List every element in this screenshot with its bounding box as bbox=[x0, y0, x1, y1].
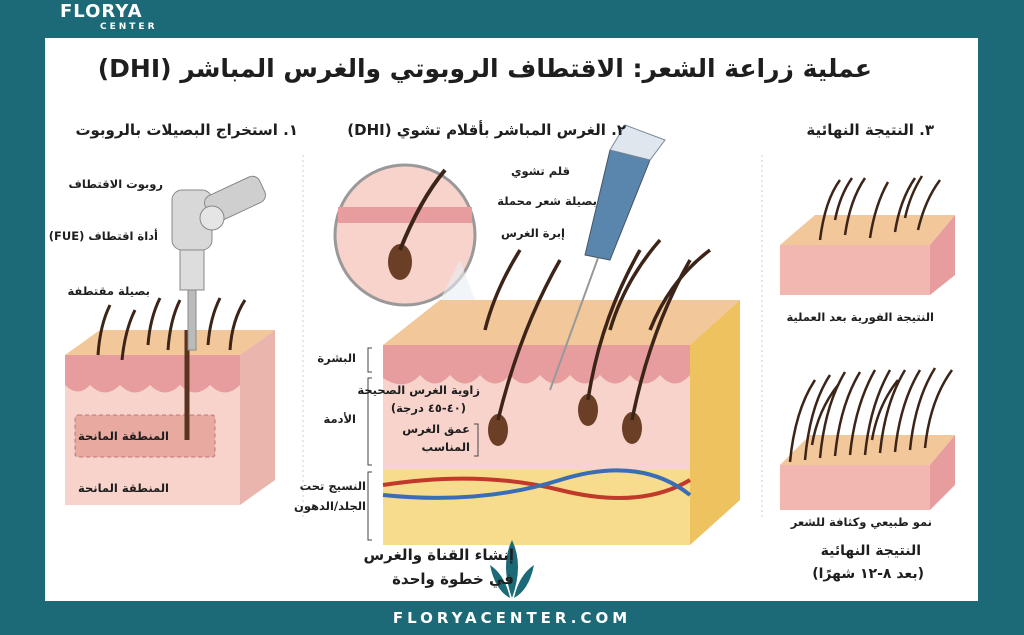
label-tool: أداة اقتطاف (FUE) bbox=[48, 229, 158, 243]
label-immediate: النتيجة الفورية بعد العملية bbox=[786, 310, 934, 324]
label-final: النتيجة النهائية bbox=[820, 543, 921, 559]
label-depth-1: عمق الغرس bbox=[402, 422, 470, 436]
choi-pen bbox=[549, 124, 666, 391]
label-time: (بعد ٨-١٢ شهرًا) bbox=[812, 566, 924, 582]
label-angle-1: زاوية الغرس الصحيحة bbox=[357, 383, 480, 397]
section-2-heading: ٢. الغرس المباشر بأقلام تشوي (DHI) bbox=[347, 121, 626, 139]
label-robot: روبوت الاقتطاف bbox=[68, 177, 163, 191]
label-donor-box: المنطقة المانحة bbox=[78, 429, 169, 443]
label-growth: نمو طبيعي وكثافة للشعر bbox=[790, 515, 932, 529]
label-fat-1: النسيج تحت bbox=[299, 479, 366, 493]
label-depth-2: المناسب bbox=[421, 440, 470, 454]
label-needle: إبرة الغرس bbox=[501, 226, 565, 240]
dhi-skin-block bbox=[382, 300, 740, 545]
section-3-heading: ٣. النتيجة النهائية bbox=[806, 121, 934, 139]
footer-url[interactable]: FLORYACENTER.COM bbox=[392, 609, 632, 627]
brackets bbox=[367, 347, 479, 541]
label-fat-2: الجلد/الدهون bbox=[294, 499, 366, 513]
label-epidermis: البشرة bbox=[317, 351, 356, 365]
label-donor: المنطقة المانحة bbox=[78, 481, 169, 495]
immediate-result-block bbox=[780, 215, 955, 295]
logo-sub: CENTER bbox=[100, 21, 158, 32]
dhi-hairs bbox=[483, 238, 712, 421]
robot-arm bbox=[171, 175, 266, 351]
donor-zone-box bbox=[74, 414, 216, 458]
hairs bbox=[96, 297, 247, 361]
label-follicle: بصيلة مقتطفة bbox=[67, 284, 150, 298]
donor-skin-block bbox=[65, 330, 275, 505]
label-angle-2: (٤٠-٤٥ درجة) bbox=[390, 401, 466, 415]
dense-hairs bbox=[788, 367, 954, 463]
page-title: عملية زراعة الشعر: الاقتطاف الروبوتي وال… bbox=[97, 54, 872, 83]
label-pen: قلم تشوي bbox=[510, 164, 570, 178]
magnifier bbox=[333, 163, 477, 307]
sparse-hairs bbox=[818, 175, 942, 241]
brand-leaf-icon bbox=[490, 540, 534, 598]
label-step-2: في خطوة واحدة bbox=[392, 570, 514, 588]
label-step-1: إنشاء القناة والغرس bbox=[363, 546, 514, 564]
section-1-heading: ١. استخراج البصيلات بالروبوت bbox=[75, 121, 298, 139]
label-loaded: بصيلة شعر محملة bbox=[497, 194, 597, 208]
logo-name: FLORYA bbox=[60, 1, 143, 22]
label-dermis: الأدمة bbox=[323, 412, 356, 426]
